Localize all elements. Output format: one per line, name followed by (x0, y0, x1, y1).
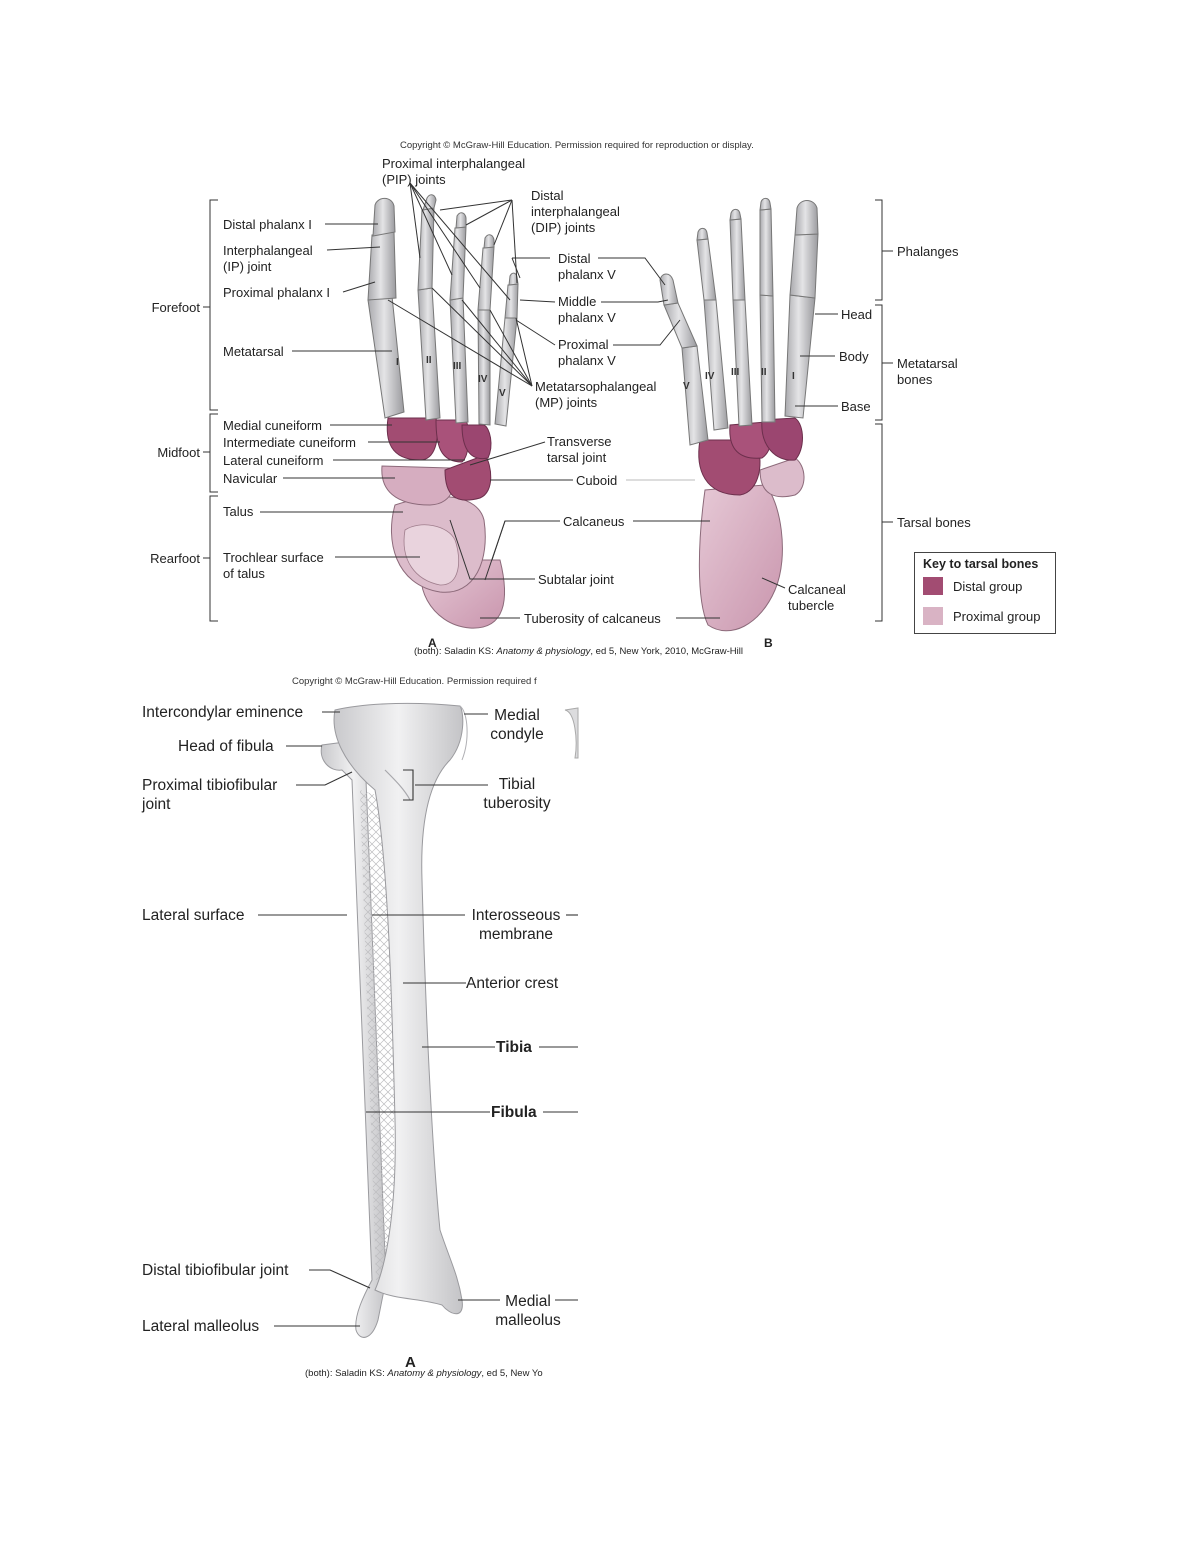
metatarsal-bones-label: Metatarsal bones (897, 356, 958, 387)
distal-group-label: Distal group (953, 578, 1023, 594)
metatarsal-label: Metatarsal (223, 344, 284, 359)
interosseous-membrane-label: Interosseous membrane (471, 907, 561, 943)
foot-credit-suffix: , ed 5, New York, 2010, McGraw-Hill (590, 646, 743, 657)
trochlear-surface-label: Trochlear surface of talus (223, 550, 324, 581)
tarsal-key: Key to tarsal bones Distal group Proxima… (914, 552, 1056, 634)
lateral-surface-label: Lateral surface (142, 907, 245, 924)
phalanges-label: Phalanges (897, 244, 959, 259)
head-label: Head (841, 307, 873, 322)
transverse-tarsal-joint-label: Transverse tarsal joint (547, 434, 612, 465)
head-of-fibula-label: Head of fibula (178, 738, 274, 755)
foot-view-a (367, 194, 519, 629)
leg-view-a-letter: A (405, 1354, 416, 1371)
numeral-b-3: III (731, 367, 740, 378)
numeral-a-1: I (396, 357, 399, 368)
anterior-crest-label: Anterior crest (466, 975, 559, 992)
leg-credit-title: Anatomy & physiology (387, 1368, 482, 1379)
tibial-tuberosity-label: Tibial tuberosity (483, 776, 551, 812)
medial-condyle-label: Medial condyle (490, 707, 544, 743)
distal-group-swatch (923, 577, 943, 595)
distal-tibiofibular-label: Distal tibiofibular joint (142, 1262, 289, 1279)
leg-credit-suffix: , ed 5, New Yo (481, 1368, 543, 1379)
proximal-tibiofibular-label: Proximal tibiofibular joint (142, 777, 278, 813)
intercondylar-eminence-label: Intercondylar eminence (142, 704, 304, 721)
numeral-a-3: III (453, 361, 462, 372)
leg-copyright: Copyright © McGraw-Hill Education. Permi… (292, 676, 537, 687)
foot-credit-prefix: (both): Saladin KS: (414, 646, 497, 657)
leg-leader-lines (258, 711, 578, 1327)
navicular-label: Navicular (223, 471, 278, 486)
intermediate-cuneiform-label: Intermediate cuneiform (223, 435, 356, 450)
numeral-a-2: II (426, 355, 432, 366)
distal-phalanx-5-label: Distal phalanx V (558, 251, 616, 282)
calcaneus-label: Calcaneus (563, 514, 625, 529)
talus-label: Talus (223, 504, 254, 519)
foot-view-b (659, 197, 819, 632)
numeral-b-4: IV (705, 371, 715, 382)
foot-leader-lines (203, 182, 893, 622)
lateral-malleolus-label: Lateral malleolus (142, 1318, 260, 1335)
numeral-b-1: I (792, 371, 795, 382)
mp-joints-label: Metatarsophalangeal (MP) joints (535, 379, 657, 410)
medial-cuneiform-label: Medial cuneiform (223, 418, 322, 433)
numeral-b-5: V (683, 381, 690, 392)
foot-credit-title: Anatomy & physiology (496, 646, 591, 657)
leg-credit-prefix: (both): Saladin KS: (305, 1368, 388, 1379)
fibula-label: Fibula (491, 1104, 537, 1121)
numeral-b-2: II (761, 367, 767, 378)
subtalar-joint-label: Subtalar joint (538, 572, 614, 587)
forefoot-label: Forefoot (151, 300, 200, 315)
distal-phalanx-1-label: Distal phalanx I (223, 217, 312, 232)
tuberosity-calcaneus-label: Tuberosity of calcaneus (524, 611, 661, 626)
key-title: Key to tarsal bones (923, 557, 1039, 571)
proximal-group-label: Proximal group (953, 608, 1041, 624)
middle-phalanx-5-label: Middle phalanx V (558, 294, 616, 325)
body-label: Body (839, 349, 869, 364)
numeral-a-5: V (499, 388, 506, 399)
lateral-cuneiform-label: Lateral cuneiform (223, 453, 324, 468)
view-a-letter: A (428, 636, 437, 650)
calcaneal-tubercle-label: Calcaneal tubercle (788, 582, 846, 613)
proximal-phalanx-5-label: Proximal phalanx V (558, 337, 616, 368)
ip-joint-label: Interphalangeal (IP) joint (223, 243, 313, 274)
numeral-a-4: IV (478, 374, 488, 385)
rearfoot-label: Rearfoot (150, 551, 200, 566)
midfoot-label: Midfoot (157, 445, 200, 460)
key-row-proximal: Proximal group (923, 607, 1040, 625)
tibia-label: Tibia (496, 1039, 532, 1056)
proximal-phalanx-1-label: Proximal phalanx I (223, 285, 330, 300)
foot-copyright: Copyright © McGraw-Hill Education. Permi… (400, 140, 754, 151)
pip-joints-label: Proximal interphalangeal (PIP) joints (382, 156, 526, 187)
leg-credit: (both): Saladin KS: Anatomy & physiology… (305, 1368, 543, 1379)
foot-credit: (both): Saladin KS: Anatomy & physiology… (414, 646, 743, 657)
key-row-distal: Distal group (923, 577, 1022, 595)
medial-malleolus-label: Medial malleolus (495, 1293, 561, 1329)
proximal-group-swatch (923, 607, 943, 625)
base-label: Base (841, 399, 871, 414)
cuboid-label: Cuboid (576, 473, 618, 488)
view-b-letter: B (764, 636, 773, 650)
dip-joints-label: Distal interphalangeal (DIP) joints (531, 188, 620, 235)
tarsal-bones-label: Tarsal bones (897, 515, 971, 530)
